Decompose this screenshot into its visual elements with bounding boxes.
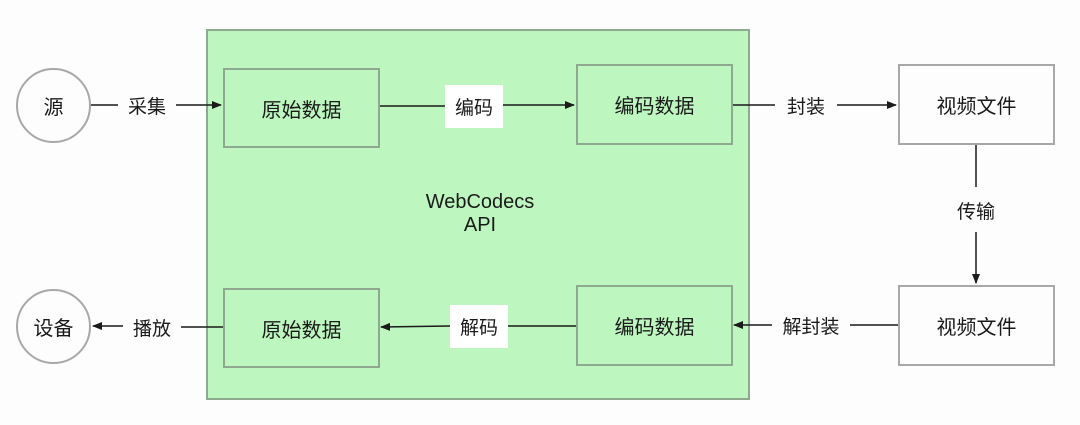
encoded-data-bottom-node: 编码数据 [576,285,733,366]
capture-label: 采集 [127,95,166,118]
raw-data-bottom-node: 原始数据 [223,288,380,368]
source-label: 源 [43,95,64,119]
encoded-data-bottom-label: 编码数据 [614,315,695,339]
demux-label: 解封装 [782,315,840,338]
api-title: WebCodecs API [400,191,560,237]
device-node: 设备 [16,289,91,364]
api-title-line1: WebCodecs [425,191,535,213]
transfer-label: 传输 [946,197,1006,223]
api-title-line2: API [463,214,497,236]
video-file-bottom-label: 视频文件 [936,315,1017,339]
raw-data-top-node: 原始数据 [223,68,380,148]
encoded-data-top-node: 编码数据 [576,64,733,145]
mux-label: 封装 [786,95,825,118]
encoded-data-top-label: 编码数据 [614,94,695,118]
video-file-top-label: 视频文件 [936,94,1017,118]
device-label: 设备 [33,316,74,340]
play-label: 播放 [132,317,171,340]
decode-label: 解码 [450,305,508,348]
raw-data-top-label: 原始数据 [261,97,342,122]
decode-edge-b [380,322,451,331]
encode-label: 编码 [445,85,503,128]
source-node: 源 [16,68,91,143]
raw-data-bottom-label: 原始数据 [261,317,342,342]
video-file-top-node: 视频文件 [898,64,1055,145]
video-file-bottom-node: 视频文件 [898,285,1055,366]
